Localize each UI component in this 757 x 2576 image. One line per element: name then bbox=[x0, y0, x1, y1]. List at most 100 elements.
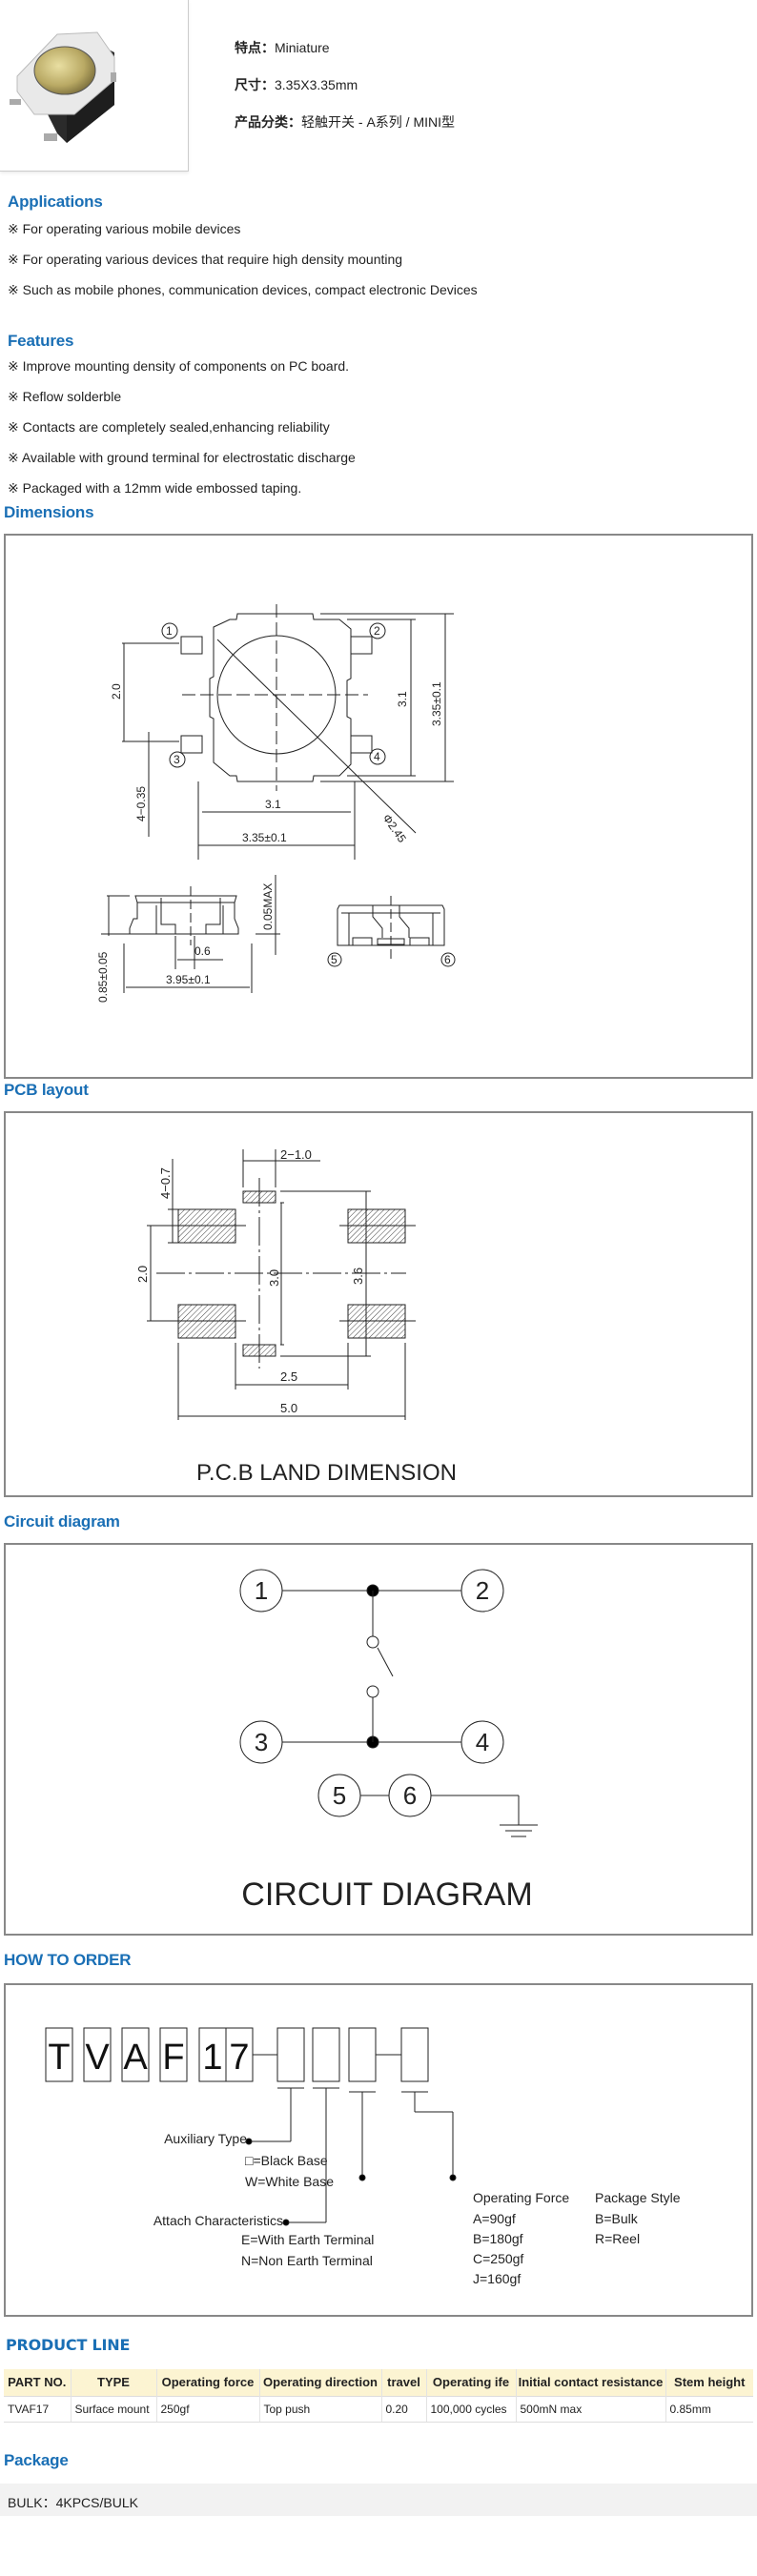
dim-outer-width: 3.35±0.1 bbox=[242, 831, 287, 844]
pin-label: 3 bbox=[255, 1728, 268, 1756]
drawing-line bbox=[409, 937, 430, 946]
section-title-order: HOW TO ORDER bbox=[4, 1951, 132, 1969]
pin-label: 5 bbox=[331, 953, 338, 966]
drawing-line bbox=[369, 622, 386, 639]
code-char: F bbox=[162, 2038, 184, 2078]
drawing-line bbox=[449, 2174, 457, 2181]
pin-label: 6 bbox=[403, 1781, 417, 1810]
section-title-dimensions: Dimensions bbox=[4, 503, 94, 521]
product-image bbox=[0, 0, 189, 172]
table-header-row: PART NO. TYPE Operating force Operating … bbox=[4, 2369, 753, 2397]
drawing-line bbox=[209, 613, 352, 782]
drawing-line bbox=[276, 2027, 305, 2082]
drawing-line bbox=[121, 2027, 150, 2082]
list-item: ※ For operating various devices that req… bbox=[8, 252, 403, 267]
drawing-line bbox=[350, 636, 373, 655]
dim-flatness: 0.05MAX bbox=[261, 883, 275, 930]
col-header: PART NO. bbox=[4, 2369, 72, 2397]
pin-label: 6 bbox=[444, 953, 451, 966]
pin-label: 4 bbox=[476, 1728, 489, 1756]
drawing-line bbox=[180, 636, 203, 655]
cell-part-no: TVAF17 bbox=[4, 2396, 72, 2423]
attach-opt: E=With Earth Terminal bbox=[241, 2232, 374, 2247]
dim-diameter: Φ2.45 bbox=[380, 812, 410, 845]
drawing-line bbox=[129, 902, 239, 935]
tact-switch-photo-icon bbox=[10, 31, 116, 143]
dimensions-drawing: 1 2 3 4 5 6 3.1 3.35±0.1 0.6 3.95±0.1 2.… bbox=[4, 534, 753, 1079]
category-link[interactable]: 轻触开关 - A系列 / MINI型 bbox=[301, 114, 455, 130]
list-item: ※ Such as mobile phones, communication d… bbox=[8, 282, 478, 297]
drawing-line bbox=[327, 952, 342, 967]
drawing-line bbox=[180, 735, 203, 754]
drawing-line bbox=[440, 952, 456, 967]
cell-life: 100,000 cycles bbox=[426, 2396, 517, 2423]
cell-resistance: 500mN max bbox=[516, 2396, 666, 2423]
pin-label: 5 bbox=[333, 1781, 346, 1810]
col-header: Operating ife bbox=[426, 2369, 517, 2397]
list-item: ※ Contacts are completely sealed,enhanci… bbox=[8, 419, 330, 435]
drawing-line bbox=[83, 2027, 112, 2082]
drawing-line bbox=[245, 2138, 253, 2145]
pin-label: 2 bbox=[374, 624, 380, 638]
dim-stem: 0.6 bbox=[194, 944, 211, 958]
drawing-line: 1 2 3 4 5 6 CIRCUIT DIAGRAM bbox=[241, 1576, 532, 1913]
drawing-line bbox=[111, 72, 116, 82]
attach-title: Attach Characteristics bbox=[153, 2213, 283, 2228]
drawing-line bbox=[160, 898, 221, 934]
pack-title: Package Style bbox=[595, 2190, 681, 2205]
force-opt: B=180gf bbox=[473, 2231, 523, 2246]
col-header: TYPE bbox=[71, 2369, 157, 2397]
drawing-line bbox=[282, 2219, 290, 2226]
list-item: ※ Available with ground terminal for ele… bbox=[8, 450, 356, 465]
code-char: A bbox=[123, 2038, 148, 2078]
code-char: V bbox=[85, 2038, 110, 2078]
force-opt: A=90gf bbox=[473, 2211, 516, 2226]
cell-travel: 0.20 bbox=[381, 2396, 427, 2423]
pack-opt: R=Reel bbox=[595, 2231, 640, 2246]
drawing-line bbox=[366, 1635, 379, 1649]
drawing-line bbox=[159, 2027, 188, 2082]
code-char: 7 bbox=[229, 2038, 249, 2078]
package-info: BULK：4KPCS/BULK bbox=[0, 2484, 757, 2516]
aux-title: Auxiliary Type bbox=[164, 2131, 247, 2146]
col-header: Stem height bbox=[665, 2369, 753, 2397]
drawing-line bbox=[352, 937, 373, 946]
force-opt: J=160gf bbox=[473, 2271, 521, 2286]
list-item: ※ Reflow solderble bbox=[8, 389, 122, 404]
drawing-line: 2−1.0 4−0.7 2.0 3.0 3.6 2.5 5.0 P.C.B LA… bbox=[135, 1147, 457, 1486]
order-code-diagram: T V A F 1 7 Auxiliary Type □=Black Base … bbox=[4, 1983, 753, 2317]
drawing-line bbox=[134, 895, 237, 903]
section-title-features: Features bbox=[8, 332, 74, 350]
pin-label: 2 bbox=[476, 1576, 489, 1605]
section-title-circuit: Circuit diagram bbox=[4, 1512, 120, 1531]
drawing-line bbox=[369, 748, 386, 765]
drawing-line bbox=[33, 46, 96, 95]
pin-label: 1 bbox=[166, 624, 173, 638]
section-title-package: Package bbox=[4, 2451, 69, 2469]
code-char: 1 bbox=[202, 2038, 222, 2078]
drawing-line bbox=[45, 2027, 73, 2082]
section-title-applications: Applications bbox=[8, 193, 103, 211]
drawing-line bbox=[216, 639, 417, 834]
dim-total-height: 3.6 bbox=[351, 1268, 365, 1285]
attr-size: 尺寸：3.35X3.35mm bbox=[235, 77, 358, 92]
attr-category: 产品分类：轻触开关 - A系列 / MINI型 bbox=[235, 114, 455, 130]
dim-pitch: 2.0 bbox=[135, 1266, 150, 1283]
drawing-line bbox=[161, 622, 178, 639]
force-title: Operating Force bbox=[473, 2190, 569, 2205]
pcb-drawing: 2−1.0 4−0.7 2.0 3.0 3.6 2.5 5.0 P.C.B LA… bbox=[4, 1111, 753, 1497]
cell-type: Surface mount bbox=[71, 2396, 157, 2423]
col-header: Initial contact resistance bbox=[516, 2369, 666, 2397]
drawing-line bbox=[400, 2027, 429, 2082]
col-header: Operating direction bbox=[259, 2369, 382, 2397]
col-header: travel bbox=[381, 2369, 427, 2397]
drawing-line bbox=[10, 99, 21, 105]
pin-label: 4 bbox=[374, 750, 380, 763]
drawing-line bbox=[337, 904, 445, 946]
drawing-line bbox=[377, 1647, 394, 1677]
dim-gap: 2.5 bbox=[280, 1369, 297, 1384]
drawing-line bbox=[67, 76, 114, 143]
drawing-line bbox=[312, 2027, 340, 2082]
circuit-caption: CIRCUIT DIAGRAM bbox=[241, 1876, 532, 1913]
dim-outer-height: 3.35±0.1 bbox=[430, 681, 443, 726]
